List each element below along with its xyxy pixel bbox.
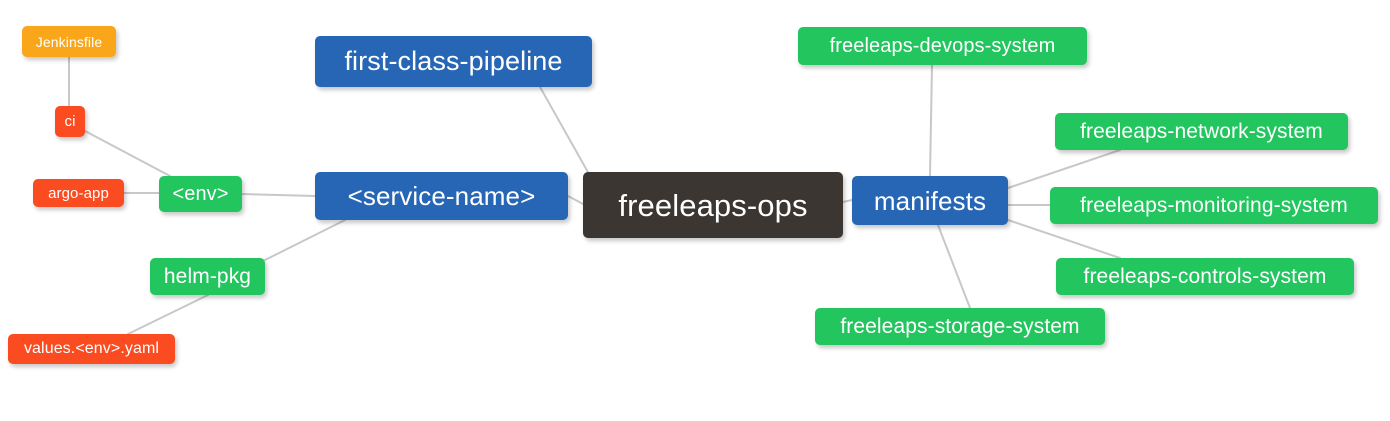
edge-env-to-service bbox=[241, 193, 316, 197]
node-valuesyaml[interactable]: values.<env>.yaml bbox=[8, 334, 175, 364]
node-env[interactable]: <env> bbox=[159, 176, 242, 212]
edge-manifests-to-devops bbox=[929, 64, 933, 177]
edge-service-to-root bbox=[567, 195, 584, 205]
node-root[interactable]: freeleaps-ops bbox=[583, 172, 843, 238]
edge-root-to-manifests bbox=[842, 199, 853, 203]
node-jenkinsfile[interactable]: Jenkinsfile bbox=[22, 26, 116, 57]
edge-manifests-to-network bbox=[1007, 149, 1121, 189]
node-monitoring[interactable]: freeleaps-monitoring-system bbox=[1050, 187, 1378, 224]
edge-ci-to-env bbox=[84, 130, 171, 177]
node-network[interactable]: freeleaps-network-system bbox=[1055, 113, 1348, 150]
node-helmpkg[interactable]: helm-pkg bbox=[150, 258, 265, 295]
node-devops[interactable]: freeleaps-devops-system bbox=[798, 27, 1087, 65]
node-storage[interactable]: freeleaps-storage-system bbox=[815, 308, 1105, 345]
edge-manifests-to-controls bbox=[1007, 219, 1121, 259]
edge-manifests-to-storage bbox=[937, 224, 971, 309]
node-pipeline[interactable]: first-class-pipeline bbox=[315, 36, 592, 87]
node-controls[interactable]: freeleaps-controls-system bbox=[1056, 258, 1354, 295]
node-ci[interactable]: ci bbox=[55, 106, 85, 137]
node-service[interactable]: <service-name> bbox=[315, 172, 568, 220]
edge-pipeline-to-root bbox=[539, 86, 590, 175]
edge-helmpkg-to-service bbox=[264, 219, 346, 261]
node-argoapp[interactable]: argo-app bbox=[33, 179, 124, 207]
edge-valuesyaml-to-helmpkg bbox=[127, 294, 209, 335]
node-manifests[interactable]: manifests bbox=[852, 176, 1008, 225]
